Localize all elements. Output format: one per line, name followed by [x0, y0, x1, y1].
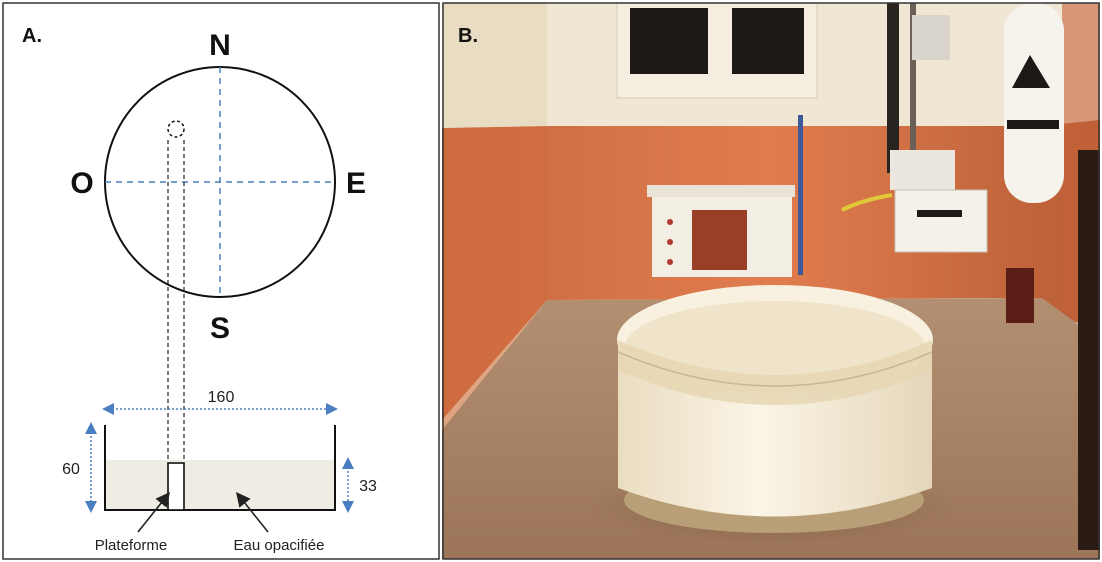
window — [616, 2, 818, 99]
platform-callout-arrow — [137, 492, 170, 533]
compass-south: S — [210, 312, 230, 345]
panel-a-label: A. — [22, 25, 42, 47]
desk-cabinet — [647, 185, 795, 277]
feeding-apparatus — [890, 15, 988, 253]
panel-b-border — [442, 2, 1100, 560]
width-dimension-label: 160 — [208, 389, 235, 406]
water-heater — [1004, 3, 1064, 203]
pipes-and-fixtures — [798, 3, 916, 275]
panel-b-photo: B. — [442, 2, 1100, 560]
compass-west: O — [70, 167, 93, 200]
panel-a-schematic: A. N S O E 160 60 33 Plateforme Eau opa — [2, 2, 440, 560]
circular-water-pool — [587, 285, 957, 545]
bin — [1006, 268, 1034, 323]
opaque-water — [105, 460, 335, 510]
compass-north: N — [209, 29, 231, 62]
compass-east: E — [346, 167, 366, 200]
height-dimension-label: 60 — [62, 461, 80, 478]
panel-b-label: B. — [458, 25, 478, 47]
water-depth-dimension-label: 33 — [359, 478, 377, 495]
water-callout-label: Eau opacifiée — [234, 537, 325, 554]
water-callout-arrow — [236, 492, 269, 533]
tank-cross-section — [104, 425, 336, 511]
platform-callout-label: Plateforme — [95, 537, 168, 554]
platform — [167, 462, 185, 511]
platform-position-marker — [167, 120, 185, 138]
